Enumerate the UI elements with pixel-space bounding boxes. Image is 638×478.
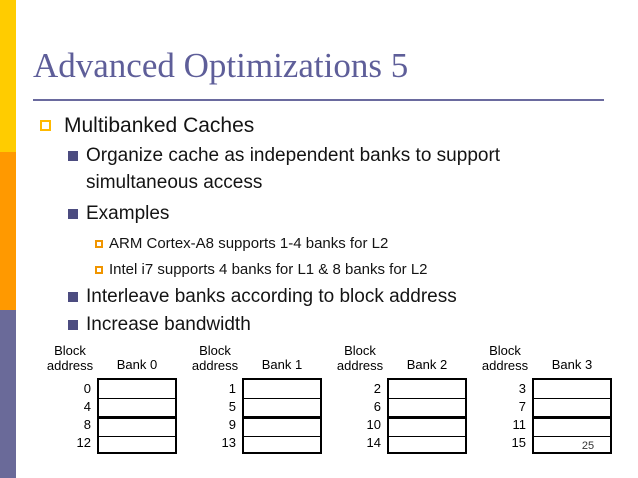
bank-cell [244, 416, 320, 436]
address-value: 0 [83, 381, 91, 396]
block-label: Block [54, 343, 86, 358]
block-label: Block [199, 343, 231, 358]
bank-group-0: Block address Bank 0 0 4 8 12 [43, 343, 179, 454]
bullet-text: Increase bandwidth [86, 314, 251, 335]
address-value: 13 [221, 435, 236, 450]
square-filled-bullet-icon [68, 320, 78, 330]
address-value: 8 [83, 417, 91, 432]
bullet-increase-bandwidth: Increase bandwidth [68, 311, 251, 338]
sidebar-segment-purple [0, 310, 16, 478]
bank-cell [534, 436, 610, 454]
sidebar-accent-bar [0, 0, 16, 478]
title-underline [33, 99, 604, 101]
sidebar-segment-gold [0, 0, 16, 152]
bullet-text: Intel i7 supports 4 banks for L1 & 8 ban… [109, 261, 428, 278]
address-value: 9 [228, 417, 236, 432]
address-label: address [336, 358, 384, 373]
bank-cell [99, 380, 175, 398]
bank-table [97, 378, 177, 454]
address-label: address [481, 358, 529, 373]
square-filled-bullet-icon [68, 292, 78, 302]
bullet-organize-cache: Organize cache as independent banks to s… [68, 142, 558, 196]
address-value: 15 [511, 435, 526, 450]
bank-cell [389, 398, 465, 416]
bullet-text: Examples [86, 203, 170, 224]
block-address-label: Block address [188, 343, 242, 373]
bullet-text: Multibanked Caches [64, 114, 255, 137]
bullet-multibanked-caches: Multibanked Caches [40, 113, 254, 138]
block-label: Block [344, 343, 376, 358]
address-value: 7 [518, 399, 526, 414]
bullet-interleave-banks: Interleave banks according to block addr… [68, 283, 457, 310]
bank-table [532, 378, 612, 454]
bank-cell [244, 398, 320, 416]
bullet-text: Interleave banks according to block addr… [86, 286, 457, 307]
bullet-arm-cortex: ARM Cortex-A8 supports 1-4 banks for L2 [95, 231, 388, 257]
address-value: 2 [373, 381, 381, 396]
square-outline-bullet-icon [40, 120, 51, 131]
square-filled-bullet-icon [68, 151, 78, 161]
address-value: 12 [76, 435, 91, 450]
block-address-label: Block address [333, 343, 387, 373]
address-value: 3 [518, 381, 526, 396]
bank-cell [99, 416, 175, 436]
bank-cell [389, 416, 465, 436]
bank-table [242, 378, 322, 454]
block-address-values: 1 5 9 13 [188, 378, 242, 454]
bank-cell [389, 436, 465, 454]
bank-group-2: Block address Bank 2 2 6 10 14 [333, 343, 469, 454]
address-value: 6 [373, 399, 381, 414]
bank-cell [99, 398, 175, 416]
address-value: 4 [83, 399, 91, 414]
bank-label: Bank 0 [116, 357, 158, 372]
bullet-text: ARM Cortex-A8 supports 1-4 banks for L2 [109, 235, 389, 252]
bank-cell [534, 380, 610, 398]
bank-group-3: Block address Bank 3 3 7 11 15 [478, 343, 614, 454]
bank-label: Bank 1 [261, 357, 303, 372]
block-label: Block [489, 343, 521, 358]
address-label: address [191, 358, 239, 373]
square-outline-bullet-icon [95, 266, 103, 274]
block-address-values: 0 4 8 12 [43, 378, 97, 454]
bank-cell [244, 436, 320, 454]
block-address-values: 3 7 11 15 [478, 378, 532, 454]
bullet-intel-i7: Intel i7 supports 4 banks for L1 & 8 ban… [95, 257, 428, 283]
bank-cell [534, 398, 610, 416]
square-filled-bullet-icon [68, 209, 78, 219]
address-value: 5 [228, 399, 236, 414]
bank-label: Bank 3 [551, 357, 593, 372]
bank-cell [534, 416, 610, 436]
bank-table [387, 378, 467, 454]
bank-cell [244, 380, 320, 398]
bank-cell [99, 436, 175, 454]
square-outline-bullet-icon [95, 240, 103, 248]
bullet-text: Organize cache as independent banks to s… [86, 145, 501, 193]
sidebar-segment-orange [0, 152, 16, 310]
bank-cell [389, 380, 465, 398]
address-value: 11 [512, 417, 527, 432]
bullet-examples: Examples [68, 200, 169, 227]
page-number: 25 [581, 440, 595, 452]
address-value: 10 [366, 417, 381, 432]
block-address-values: 2 6 10 14 [333, 378, 387, 454]
address-value: 1 [228, 381, 236, 396]
bank-label: Bank 2 [406, 357, 448, 372]
address-value: 14 [366, 435, 381, 450]
address-label: address [46, 358, 94, 373]
block-address-label: Block address [43, 343, 97, 373]
bank-group-1: Block address Bank 1 1 5 9 13 [188, 343, 324, 454]
block-address-label: Block address [478, 343, 532, 373]
slide-title: Advanced Optimizations 5 [33, 46, 409, 85]
